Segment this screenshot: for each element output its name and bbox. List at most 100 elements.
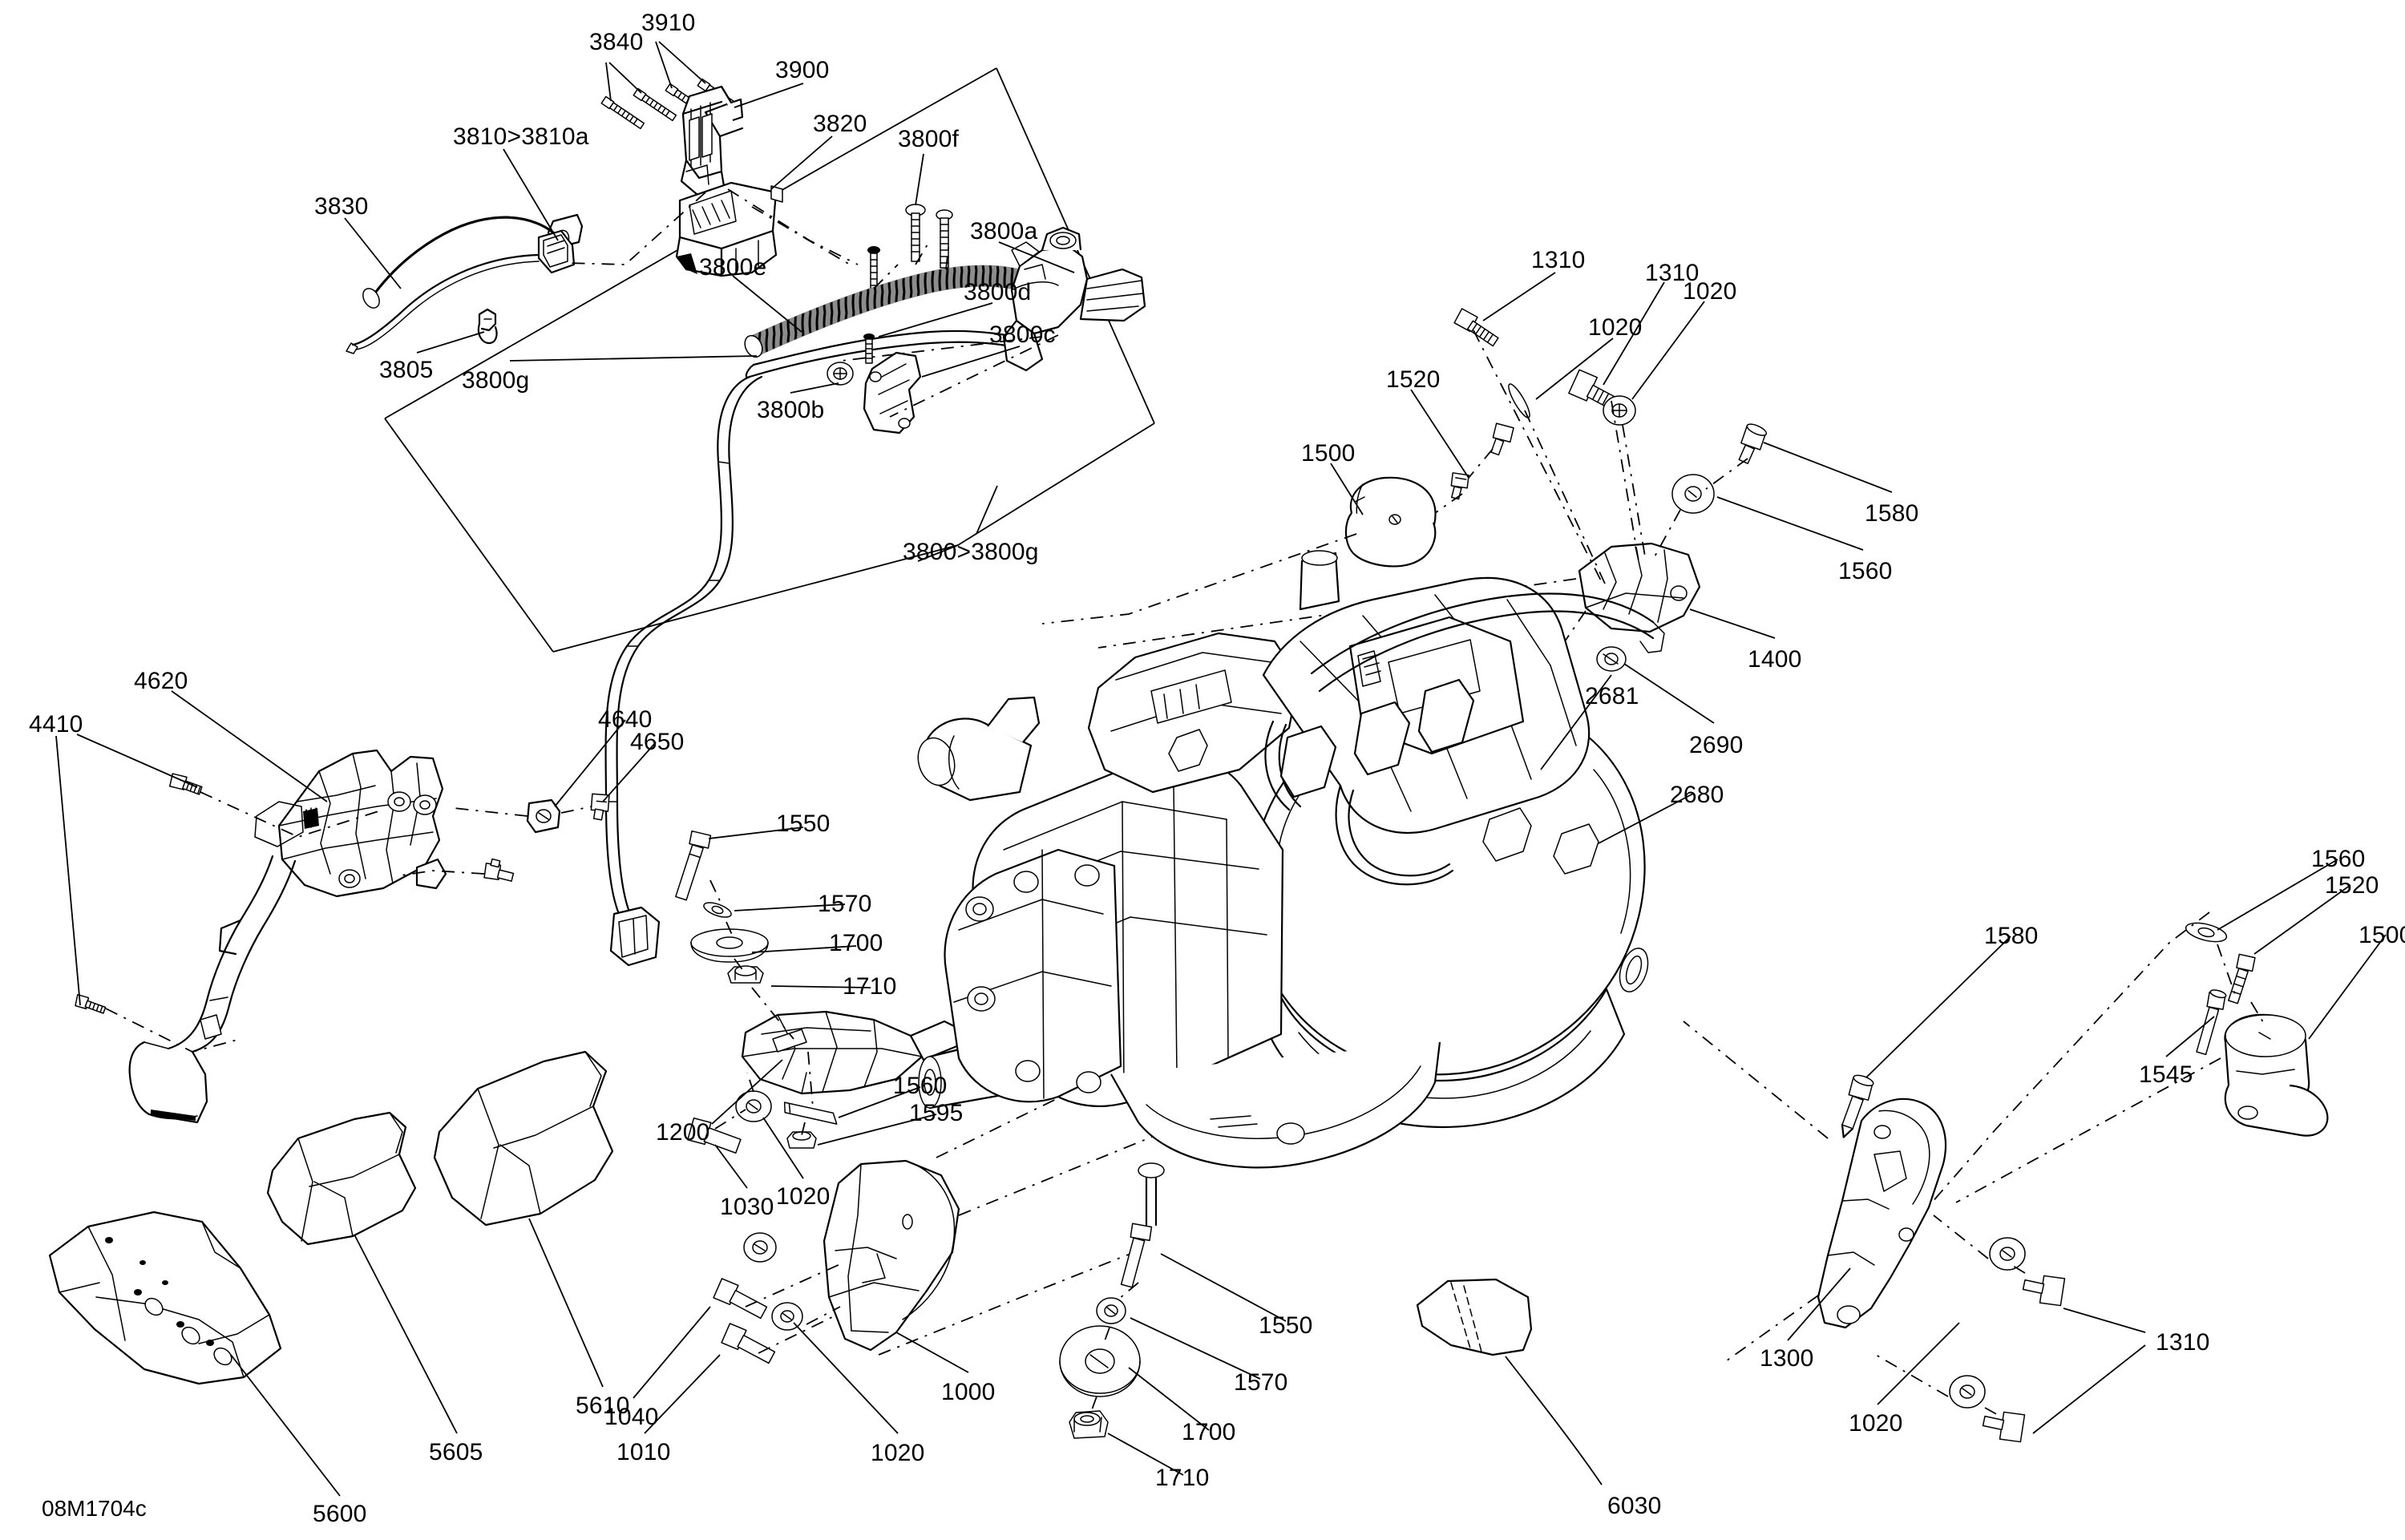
part-label-1020-e: 1020 [1849,1410,1903,1437]
part-label-1520-a: 1520 [1386,366,1441,393]
assembly-lines-1300 [1683,1021,2026,1417]
part-label-1300: 1300 [1760,1345,1814,1372]
part-label-1560-a: 1560 [1838,558,1893,584]
part-2690-grommet [1596,646,1627,672]
part-1500-mount-top [1344,476,1437,568]
engine-assembly [917,550,1665,1227]
assembly-lines-1000 [745,1054,1251,1356]
part-label-1710-b: 1710 [1155,1465,1210,1491]
bolt-1550b [1120,1223,1153,1288]
part-label-1310-b: 1310 [1645,260,1700,286]
part-label-5610: 5610 [576,1392,630,1419]
part-4620-airbox [128,749,447,1124]
part-5605-shroud [266,1111,417,1246]
part-3800a-throttle-body [1002,226,1146,372]
part-1500b-mount [2224,1013,2329,1137]
part-3830-hose [362,216,570,309]
washer-1020c [735,1090,772,1122]
assembly-lines-airbox [105,791,592,1053]
bolt-1310-lower [1982,1411,2026,1443]
part-3800b-grommet [827,362,854,386]
part-label-1500-b: 1500 [2359,922,2405,948]
part-label-1020-d: 1020 [871,1440,925,1466]
part-label-1580-a: 1580 [1865,500,1919,527]
part-label-1710-a: 1710 [843,973,897,1000]
washer-1700a [690,928,769,963]
part-label-3800-subassembly: 3800>3800g [903,539,1039,565]
part-label-4650: 4650 [630,729,685,755]
bolt-4620-lower [483,858,515,882]
part-3800e-hose [744,265,1032,358]
nut-1710a [727,965,764,984]
part-5600-shroud [48,1211,282,1385]
part-3805-clip [477,308,498,345]
assembly-lines-right-stack [1089,1282,1139,1415]
part-label-3800c: 3800c [989,321,1056,348]
part-label-1560-b: 1560 [893,1073,948,1099]
part-label-1500-a: 1500 [1301,440,1356,467]
part-label-1310-a: 1310 [1531,247,1586,273]
part-label-1400: 1400 [1748,646,1802,673]
part-1300-bracket [1817,1097,1946,1329]
washer-1020e [1949,1375,1986,1409]
part-label-3820: 3820 [813,111,867,137]
part-3800c-bracket [863,351,922,435]
part-label-3840: 3840 [589,29,644,55]
nut-1710b [1069,1410,1109,1439]
part-label-4640: 4640 [598,706,653,733]
washer-1560a [1671,474,1715,514]
washer-1570a [703,902,732,918]
part-label-3830: 3830 [314,193,369,220]
part-label-1570-b: 1570 [1234,1369,1288,1396]
bolt-1520a [1450,472,1469,500]
part-label-3800a: 3800a [970,218,1038,245]
washer-1560b [783,1101,838,1125]
part-3800d-screw [863,333,875,364]
bolt-1010 [721,1323,776,1364]
bolt-1310a [1490,422,1514,456]
part-label-1000: 1000 [941,1379,996,1405]
part-label-3810a: 3810>3810a [453,123,589,150]
part-label-2681: 2681 [1585,683,1639,709]
part-label-1310-c: 1310 [2156,1329,2210,1356]
part-label-5605: 5605 [429,1439,483,1465]
part-label-4410: 4410 [29,711,83,738]
washer-1020-1000 [771,1302,803,1331]
part-label-1200: 1200 [656,1119,710,1146]
part-1400-bracket [1578,542,1701,633]
bolt-1580b [1841,1074,1874,1138]
drawing-code: 08M1704c [42,1496,147,1521]
part-1200-mount-bracket [741,1010,962,1095]
leader-lines [55,41,2387,1497]
washer-1570b [1096,1297,1126,1324]
nut-1595 [786,1131,817,1149]
part-label-1010: 1010 [616,1439,671,1465]
part-1000-mount [823,1159,960,1352]
part-4640-bushing [526,798,561,834]
part-label-3800g: 3800g [462,367,530,394]
bolt-1520b [2228,953,2256,1004]
assembly-lines-right-mount [1041,329,1748,668]
part-6030-shroud [1416,1278,1533,1356]
part-label-1560-c: 1560 [2311,846,2366,872]
bolt-4410 [75,993,107,1014]
bolt-1545 [2196,989,2227,1056]
part-label-1700-a: 1700 [829,930,883,956]
part-label-3800e: 3800e [699,254,767,281]
part-label-6030: 6030 [1607,1493,1662,1519]
bolt-1550a [675,830,712,901]
part-label-1030: 1030 [720,1194,774,1220]
part-label-3805: 3805 [379,357,434,383]
bolt-4650 [590,793,610,821]
part-label-1520-b: 1520 [2325,872,2379,899]
part-label-2690: 2690 [1689,732,1744,758]
bolt-1310-upper [2022,1275,2066,1307]
bolt-1580a [1738,423,1768,465]
part-label-3910: 3910 [641,10,696,36]
part-label-3800b: 3800b [757,397,825,423]
part-label-2680: 2680 [1670,782,1724,808]
part-3900-coil [680,85,744,200]
bolt-1040 [713,1278,768,1320]
